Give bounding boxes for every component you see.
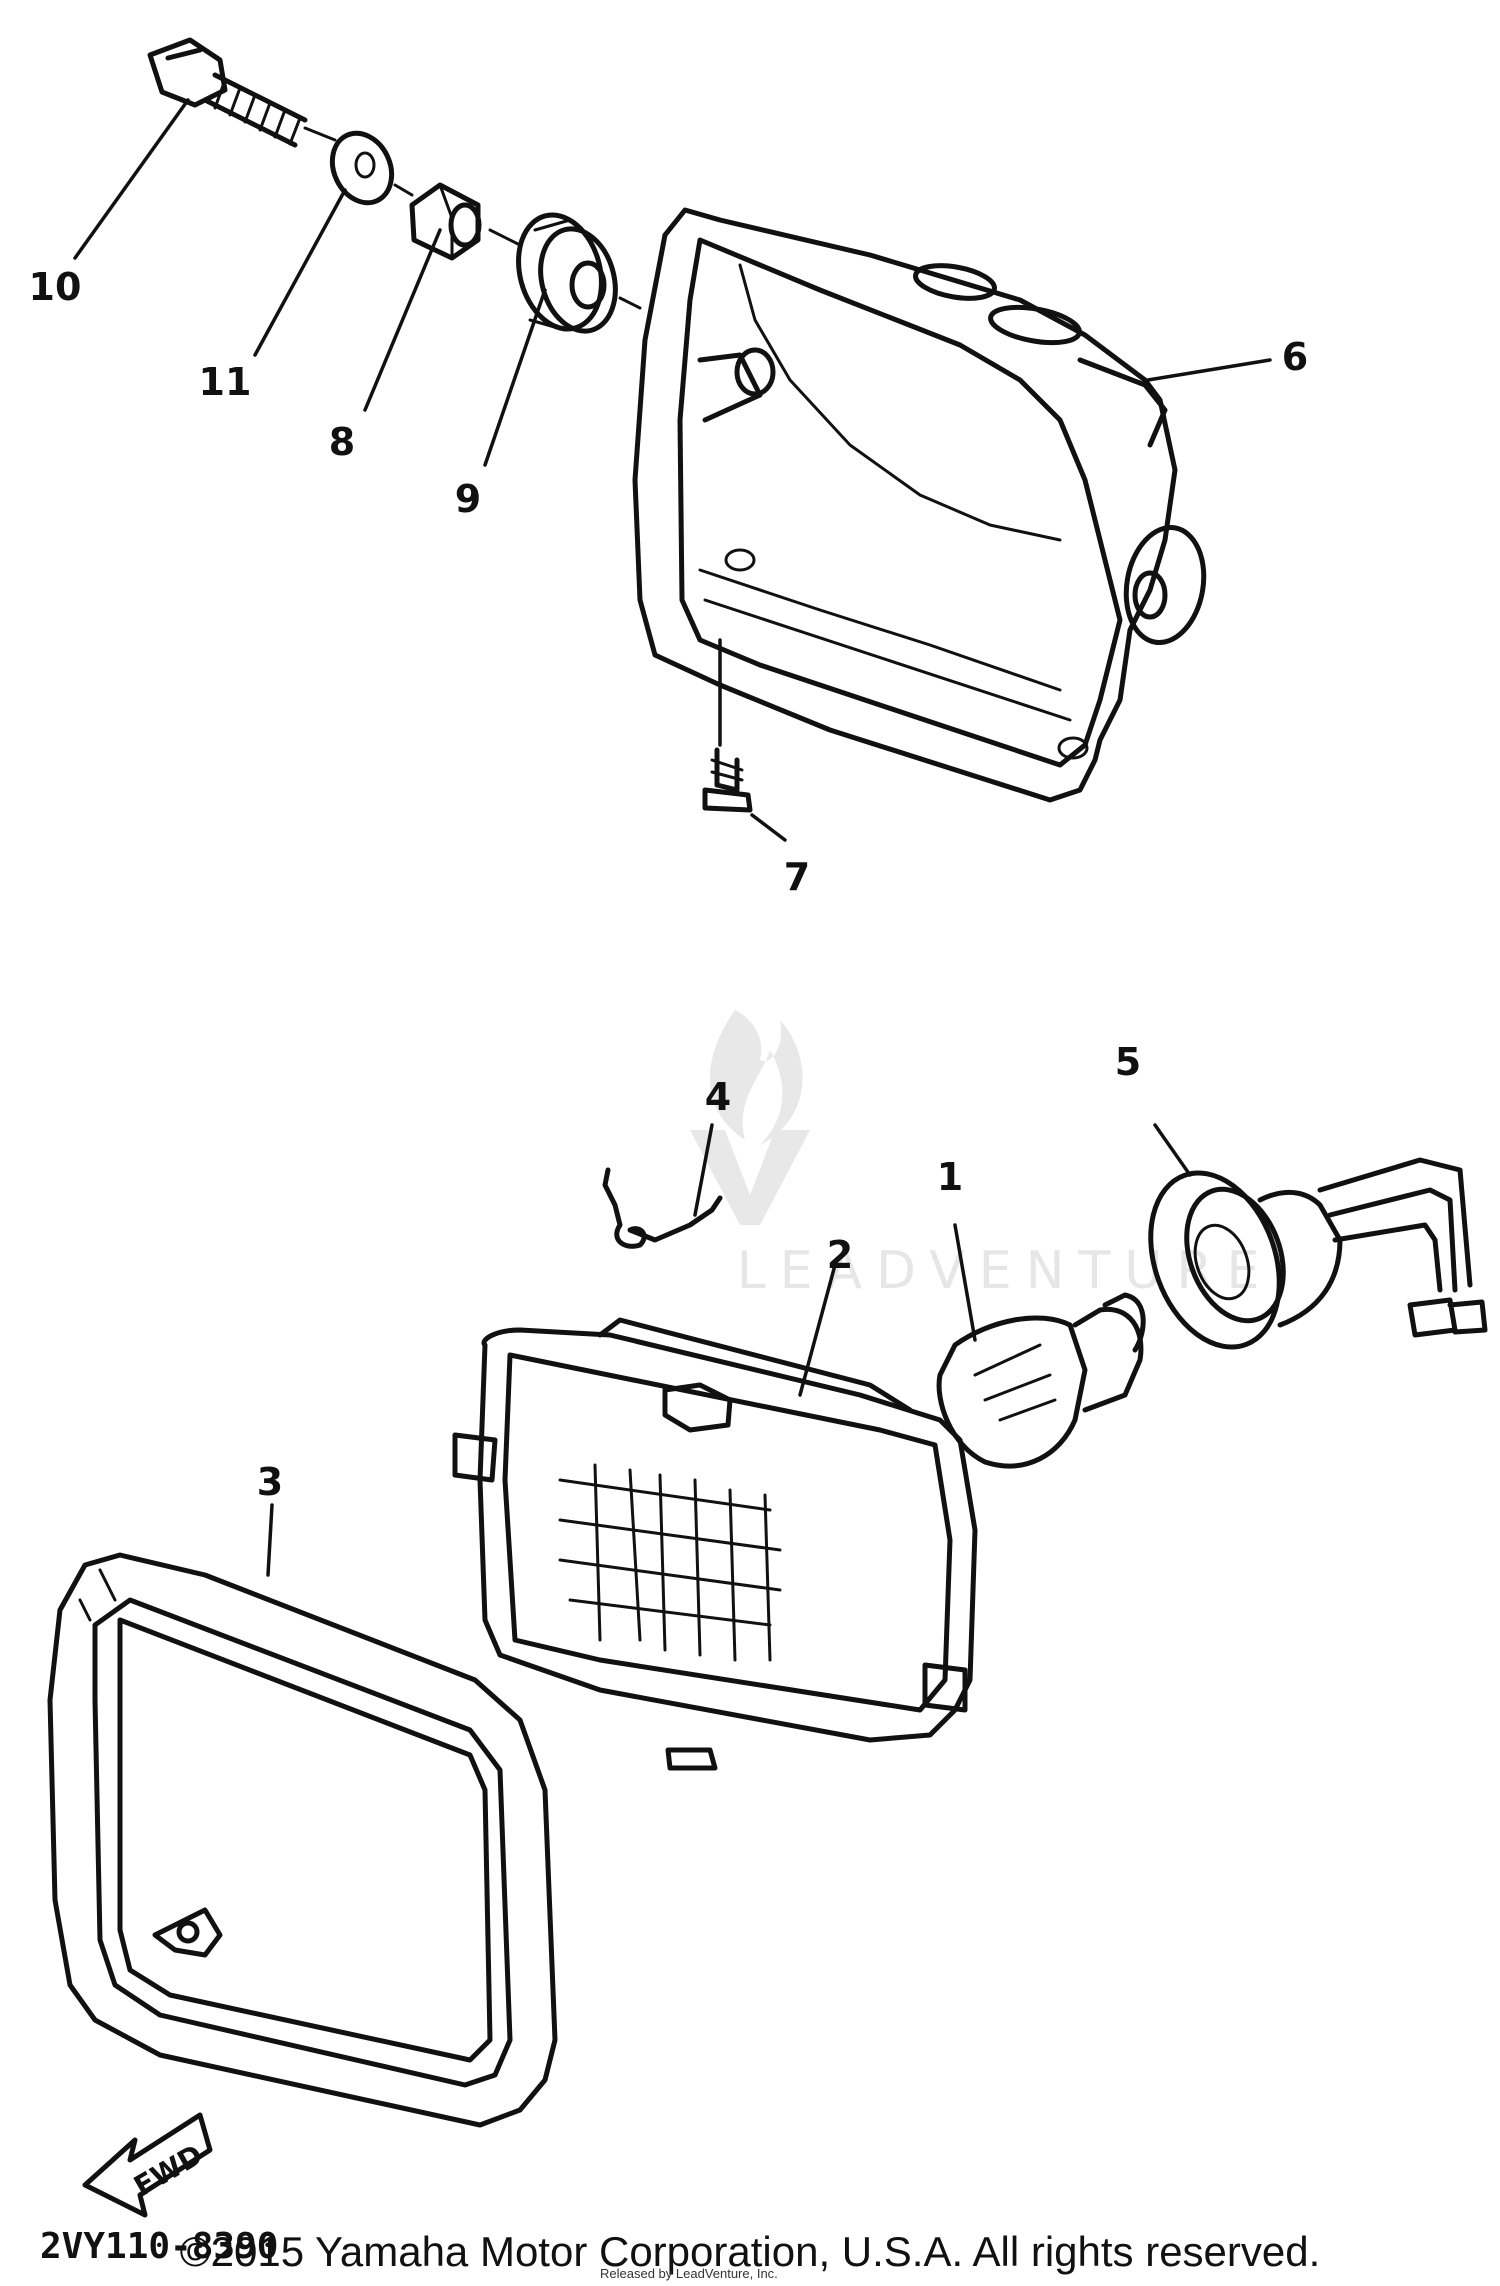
copyright-notice: ©2015 Yamaha Motor Corporation, U.S.A. A…: [179, 2228, 1321, 2275]
callout-4: 4: [705, 1075, 731, 1119]
leadventure-watermark: LEADVENTURE: [690, 1010, 1274, 1301]
bolt-part-10: [147, 37, 308, 148]
rim-part-3: [47, 1552, 558, 2128]
grommet-part-9: [516, 212, 618, 334]
callout-11: 11: [199, 360, 252, 404]
callout-7: 7: [784, 855, 810, 899]
screw-part-7: [702, 747, 753, 813]
spring-clip-part-4: [602, 1167, 723, 1249]
callout-2: 2: [827, 1233, 853, 1277]
bulb-part-1: [936, 1292, 1146, 1469]
washer-part-11: [329, 130, 395, 206]
headlight-housing-part-6: [632, 207, 1207, 803]
fwd-arrow-icon: FWD: [82, 2112, 213, 2218]
callout-numbers: 10 11 8 9 6 7 4 5 2 1 3: [29, 265, 1309, 1504]
callout-8: 8: [329, 420, 355, 464]
callout-1: 1: [937, 1155, 963, 1199]
callout-6: 6: [1282, 335, 1308, 379]
leader-lines: [73, 98, 1272, 1577]
collar-part-8: [409, 182, 482, 261]
callout-3: 3: [257, 1460, 283, 1504]
socket-part-5: [1148, 1157, 1488, 1350]
watermark-text: LEADVENTURE: [737, 1241, 1274, 1301]
release-note: Released by LeadVenture, Inc.: [600, 2266, 778, 2281]
lens-unit-part-2: [452, 1317, 978, 1771]
callout-5: 5: [1115, 1040, 1141, 1084]
callout-10: 10: [29, 265, 82, 309]
diagram-code: 2VY110-8390: [40, 2226, 278, 2267]
callout-9: 9: [455, 477, 481, 521]
fwd-label: FWD: [128, 2138, 208, 2203]
